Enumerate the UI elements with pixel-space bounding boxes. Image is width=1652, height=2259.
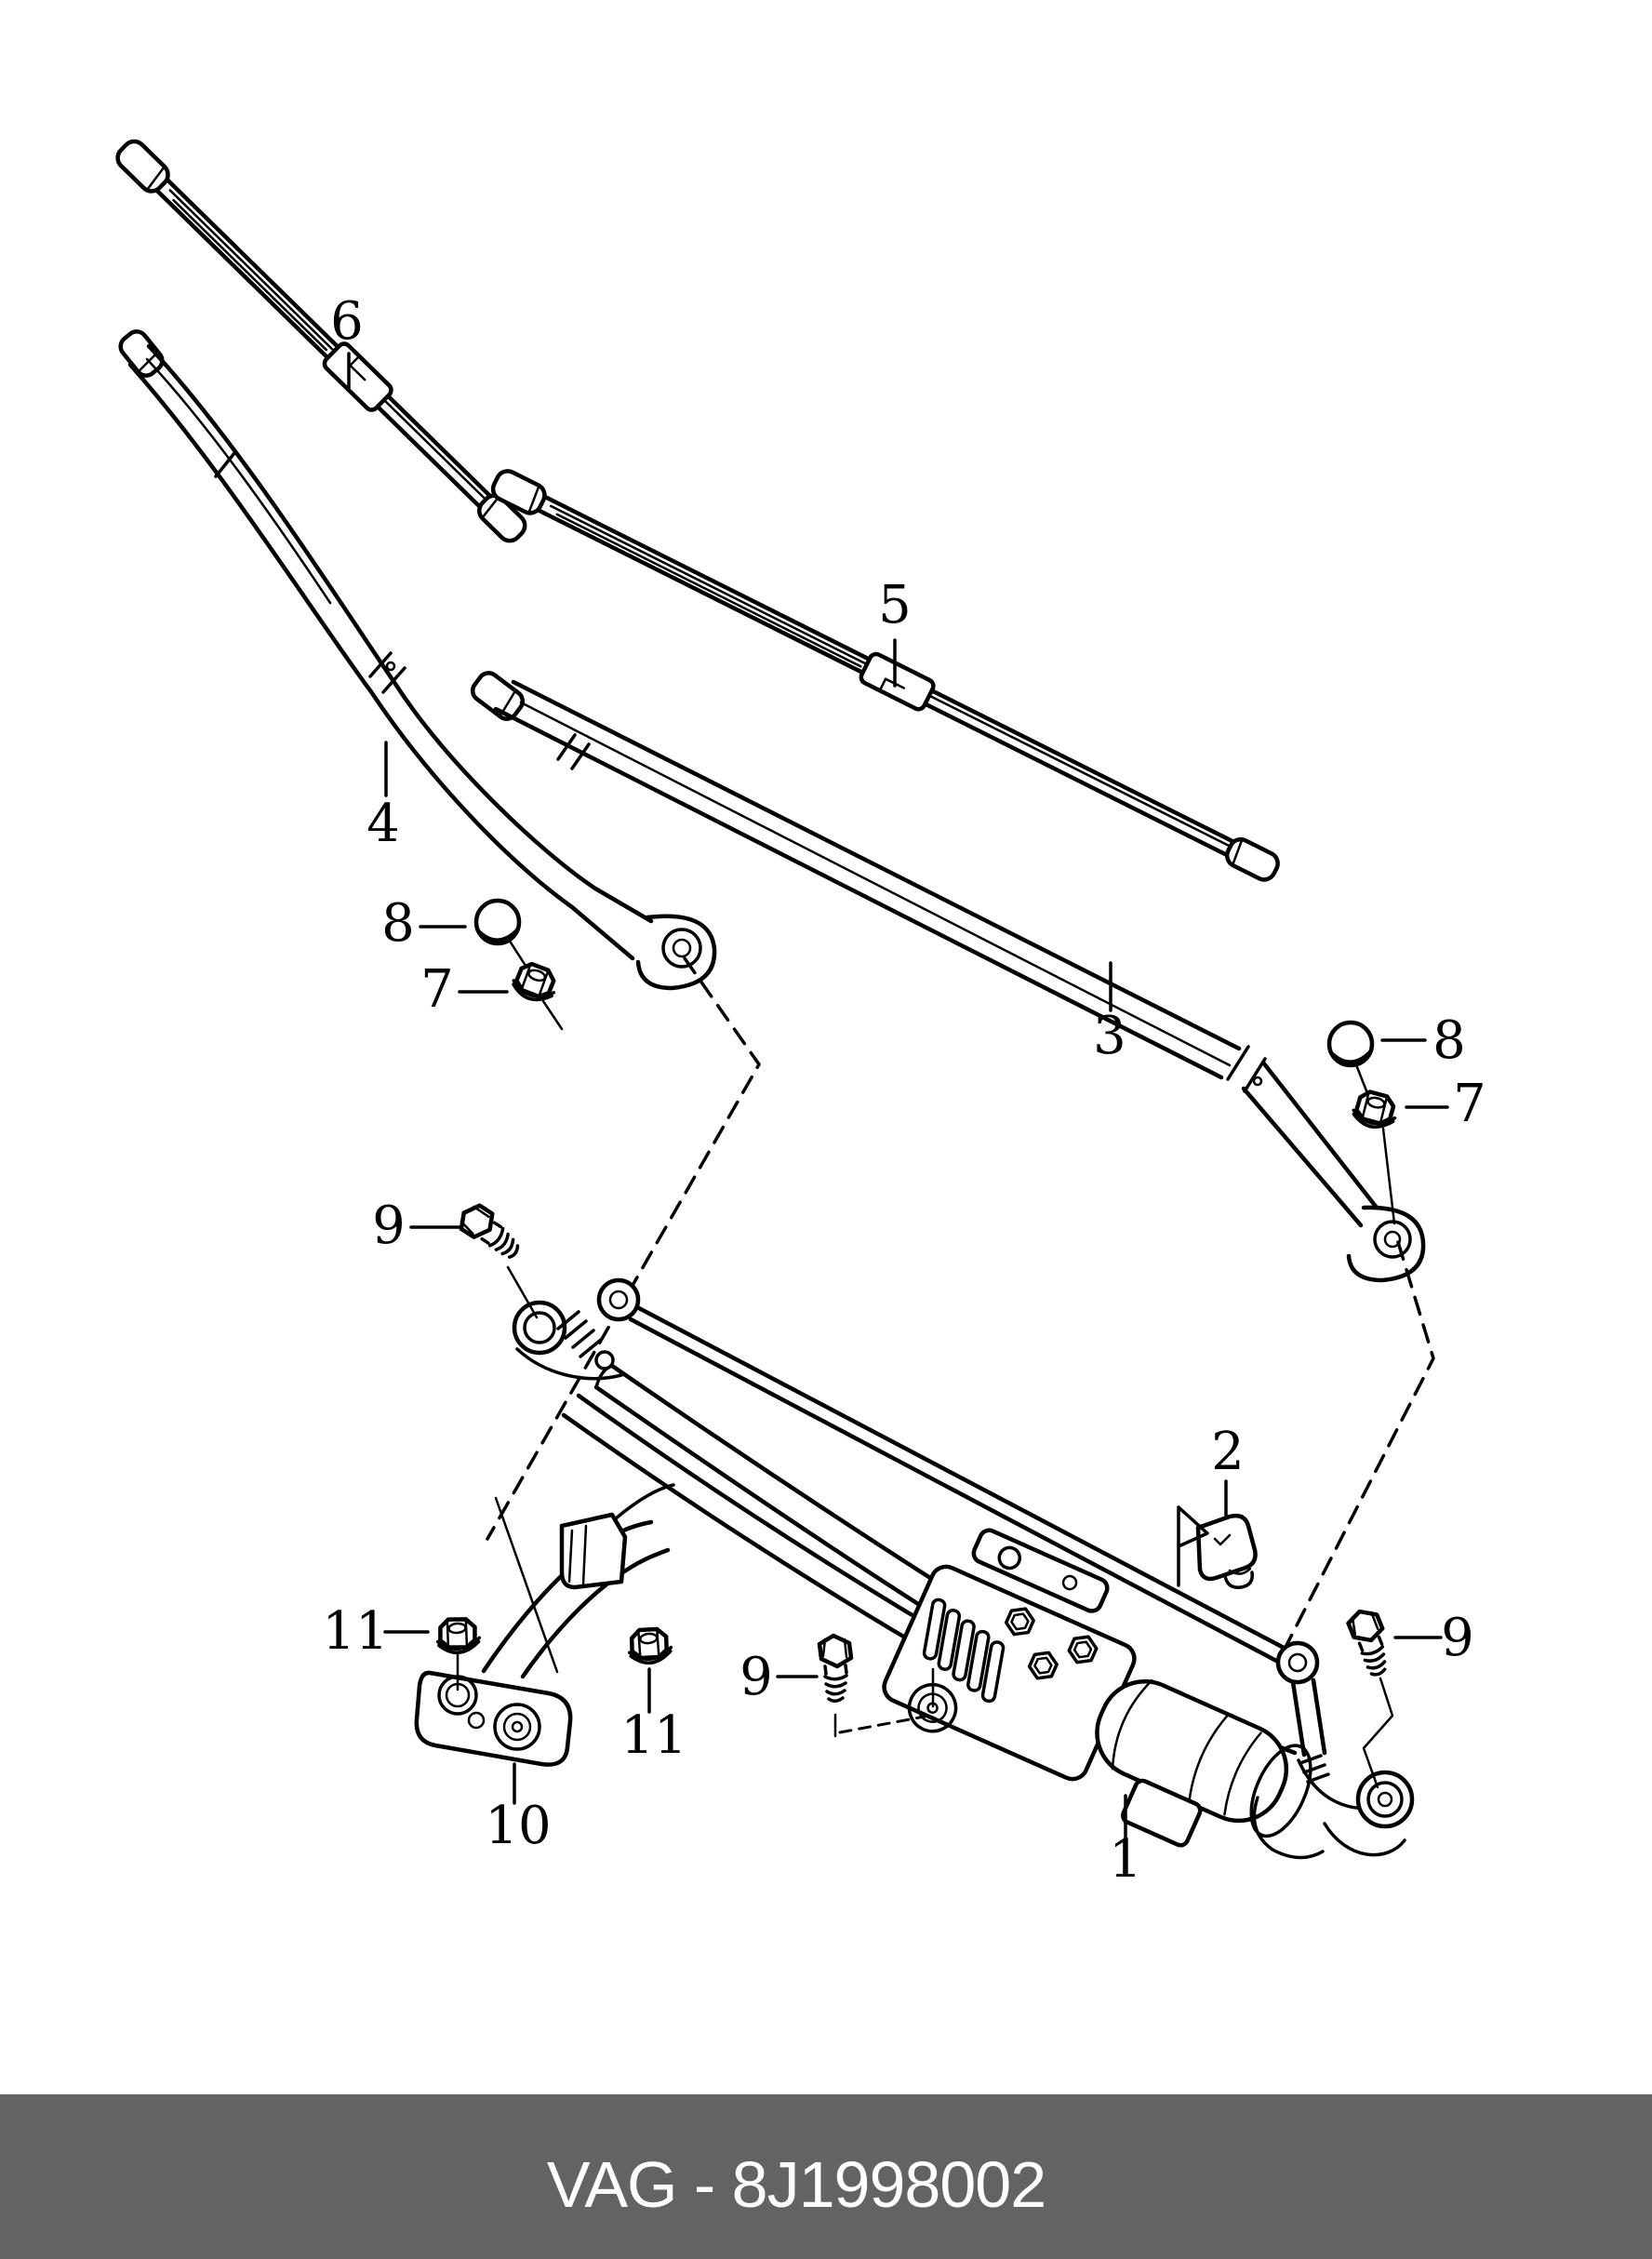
footer-band: VAG - 8J1998002 [0,2094,1652,2259]
part-callout-9-left: 9 [372,1196,406,1256]
wiper-motor-drawing [1095,1678,1312,1848]
callout-leader-lines [347,352,1449,1840]
assembly-construction-lines [486,956,1435,1734]
nut-7-right [1351,1089,1399,1131]
part-callout-11-left: 11 [322,1601,388,1662]
part-callout-7-right: 7 [1453,1074,1486,1134]
wiper-blade-left-drawing [115,139,527,543]
bolt-9-left [455,1199,526,1265]
wiper-arm-left-drawing [118,329,717,991]
nut-11-left [436,1617,480,1653]
wiper-blade-right-drawing [490,469,1280,882]
rubber-mount-drawing [1177,1505,1258,1589]
part-callout-3: 3 [1093,1006,1126,1066]
wiper-arm-right-drawing [470,671,1426,1283]
bolt-9-right [1346,1607,1393,1678]
footer-background [0,2094,1652,2259]
nut-11-right [627,1627,673,1665]
bolt-9-middle [819,1636,851,1701]
part-callout-7-left: 7 [420,959,454,1020]
footer-part-number: VAG - 8J1998002 [547,2148,1046,2221]
diagram-artwork [115,139,1449,1860]
part-callout-11-right: 11 [620,1705,686,1766]
part-callout-9-right: 9 [1441,1608,1474,1668]
right-crank-pivot-drawing [1252,1640,1415,1860]
callout-numbers: 6 4 5 8 7 3 8 7 9 2 9 9 11 11 10 1 [322,291,1485,1890]
nut-7-left [510,960,560,1005]
part-callout-8-right: 8 [1432,1010,1466,1071]
part-callout-8-left: 8 [381,893,415,954]
cap-8-left [476,901,519,943]
part-callout-9-middle: 9 [739,1647,773,1707]
mount-bracket-drawing [414,1483,675,1767]
part-callout-6: 6 [330,291,364,352]
left-crank-pivot-drawing [512,1300,623,1381]
part-callout-10: 10 [485,1796,551,1856]
part-callout-5: 5 [878,575,912,635]
part-callout-1: 1 [1109,1829,1142,1890]
cap-8-right [1329,1023,1372,1065]
part-callout-4: 4 [366,794,400,854]
part-callout-2: 2 [1211,1422,1245,1482]
